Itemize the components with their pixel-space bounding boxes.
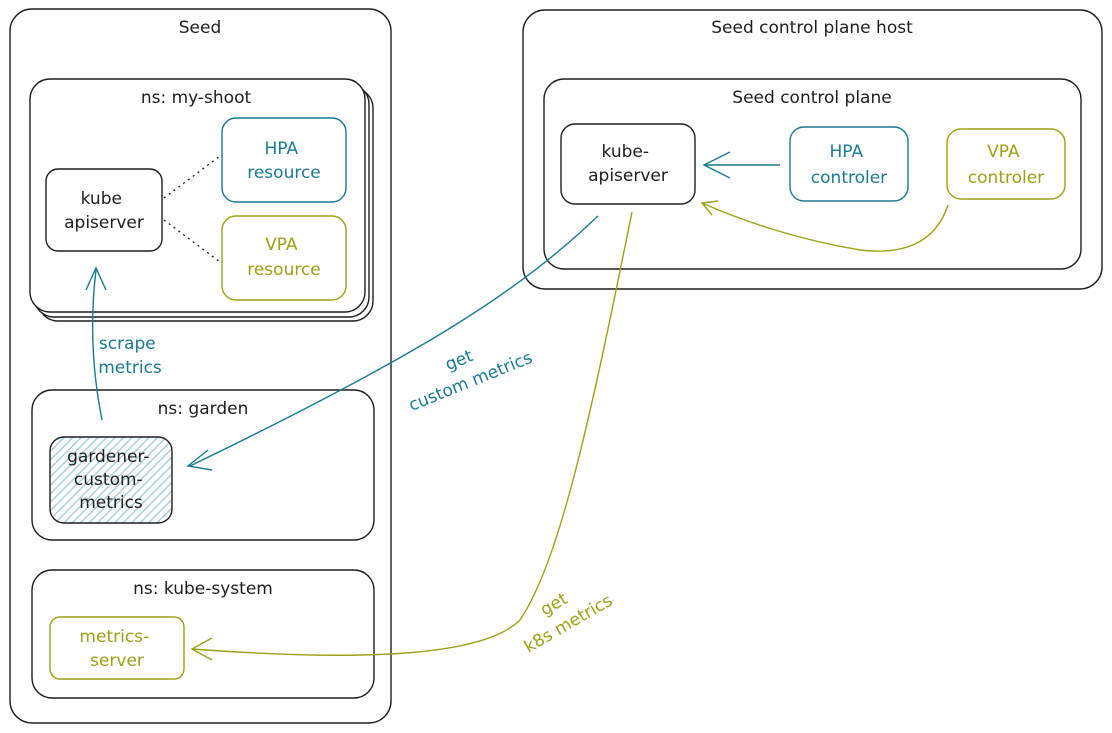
seed-control-plane: Seed control plane kube- apiserver HPA c…	[543, 78, 1082, 270]
gardener-custom-metrics-label: gardener- custom- metrics	[67, 447, 155, 513]
ns-kube-system: ns: kube-system metrics- server	[31, 569, 375, 699]
ns-my-shoot: ns: my-shoot kube apiserver HPA resource…	[29, 78, 374, 322]
vpa-resource-label: VPA resource	[247, 235, 321, 280]
seed-title: Seed	[179, 18, 222, 38]
edge-hpa-to-apiserver	[702, 151, 780, 179]
hpa-controller: HPA controler	[789, 126, 909, 202]
shoot-kube-apiserver-label: kube apiserver	[64, 189, 144, 233]
ns-my-shoot-title: ns: my-shoot	[141, 88, 252, 108]
cp-kube-apiserver-label: kube- apiserver	[588, 142, 668, 186]
control-plane-host: Seed control plane host Seed control pla…	[522, 9, 1103, 290]
edge-vpa-to-apiserver	[700, 200, 949, 252]
hpa-resource: HPA resource	[221, 117, 347, 203]
gardener-custom-metrics: gardener- custom- metrics	[49, 436, 173, 524]
shoot-kube-apiserver: kube apiserver	[45, 168, 163, 252]
control-plane-host-title: Seed control plane host	[711, 18, 913, 38]
get-custom-metrics-label: get custom metrics	[397, 326, 536, 416]
metrics-server: metrics- server	[49, 616, 185, 680]
edge-k8s-metrics	[190, 211, 633, 661]
vpa-controller: VPA controler	[946, 128, 1066, 200]
seed-control-plane-title: Seed control plane	[732, 88, 891, 108]
edge-custom-metrics	[186, 215, 599, 471]
vpa-controller-label: VPA controler	[968, 142, 1044, 188]
scrape-metrics-label: scrape metrics	[98, 334, 162, 378]
get-k8s-metrics-label: get k8s metrics	[509, 570, 616, 657]
ns-garden: ns: garden gardener- custom- metrics	[31, 389, 375, 541]
edge-scrape-metrics	[85, 266, 107, 421]
ns-garden-title: ns: garden	[158, 399, 249, 419]
hpa-controller-label: HPA controler	[811, 142, 887, 188]
cp-kube-apiserver: kube- apiserver	[560, 123, 696, 205]
ns-kube-system-title: ns: kube-system	[133, 579, 273, 599]
metrics-server-label: metrics- server	[79, 627, 154, 671]
vpa-resource: VPA resource	[221, 215, 347, 301]
hpa-resource-label: HPA resource	[247, 139, 321, 183]
